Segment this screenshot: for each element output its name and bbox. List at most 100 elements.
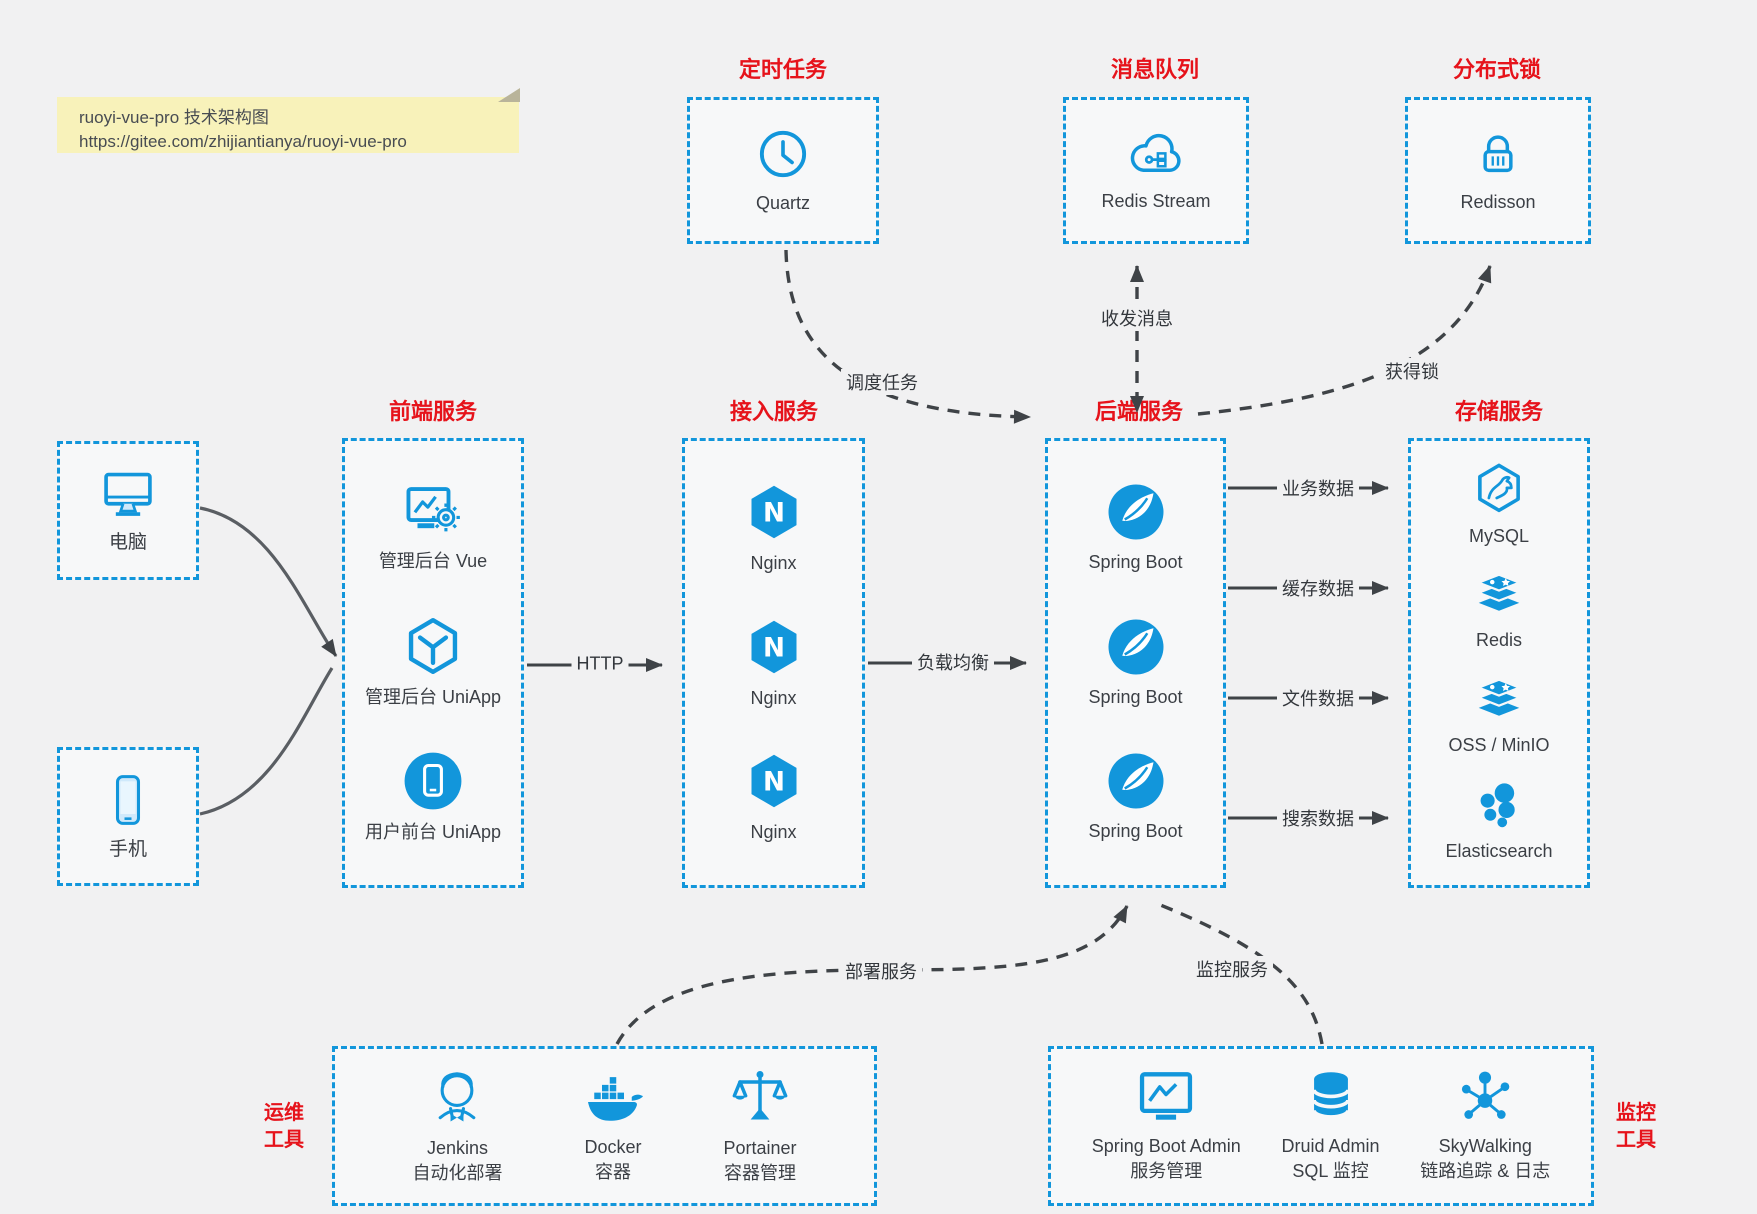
user-app-icon — [404, 752, 462, 810]
ops-side-line2: 工具 — [264, 1129, 304, 1151]
node-label: 用户前台 UniApp — [364, 821, 502, 842]
box-scheduled-tasks: Quartz — [687, 97, 879, 244]
node-redis: Redis — [1472, 570, 1526, 653]
clock-icon — [759, 130, 807, 178]
title-backend: 后端服务 — [1094, 399, 1184, 424]
node-nginx-2: N Nginx — [744, 616, 804, 711]
node-label: Jenkins 自动化部署 — [412, 1136, 502, 1186]
box-storage: MySQL Redis — [1408, 438, 1590, 888]
node-label: 电脑 — [108, 532, 147, 553]
svg-text:N: N — [763, 768, 785, 798]
node-label: Nginx — [750, 687, 797, 708]
box-distributed-lock: Redisson — [1405, 97, 1591, 244]
node-docker: Docker 容器 — [580, 1067, 646, 1185]
mysql-icon — [1478, 463, 1520, 513]
node-redis-stream: Redis Stream — [1101, 127, 1211, 214]
smartphone-icon — [115, 775, 141, 825]
node-label: OSS / MinIO — [1448, 734, 1550, 755]
node-label: 管理后台 Vue — [378, 551, 488, 572]
node-name: SkyWalking — [1438, 1136, 1532, 1156]
node-desc: 自动化部署 — [412, 1163, 503, 1183]
node-label: Redis — [1475, 630, 1523, 651]
box-ops-tools: Jenkins 自动化部署 Docker — [332, 1046, 877, 1206]
node-druid-admin: Druid Admin SQL 监控 — [1282, 1068, 1380, 1184]
node-desktop: 电脑 — [98, 466, 158, 555]
node-jenkins: Jenkins 自动化部署 — [412, 1066, 502, 1186]
node-label: Nginx — [750, 552, 797, 573]
node-label: Nginx — [750, 822, 797, 843]
node-label: Portainer 容器管理 — [723, 1136, 796, 1186]
nginx-icon: N — [751, 620, 796, 673]
edge-label-message: 收发消息 — [1096, 305, 1178, 331]
lock-icon — [1483, 135, 1513, 173]
druid-icon — [1311, 1072, 1350, 1119]
node-skywalking: SkyWalking 链路追踪 & 日志 — [1420, 1068, 1550, 1184]
node-admin-uniapp: 管理后台 UniApp — [365, 615, 501, 710]
node-label: SkyWalking 链路追踪 & 日志 — [1420, 1134, 1550, 1184]
box-frontend: 管理后台 Vue 管理后台 UniApp 用户前台 UniApp — [342, 438, 524, 888]
node-admin-vue: 管理后台 Vue — [379, 481, 487, 574]
node-oss-minio: OSS / MinIO — [1448, 675, 1550, 758]
sticky-note: ruoyi-vue-pro 技术架构图 https://gitee.com/zh… — [57, 88, 520, 153]
skywalking-icon — [1462, 1071, 1510, 1119]
node-mysql: MySQL — [1469, 462, 1529, 549]
node-desc: 容器管理 — [723, 1163, 796, 1183]
node-quartz: Quartz — [754, 125, 812, 216]
edge-label-cache-data: 缓存数据 — [1277, 575, 1359, 601]
node-label: Elasticsearch — [1445, 840, 1553, 861]
edge-acquire-lock — [1197, 265, 1492, 416]
redis-icon — [1475, 573, 1523, 612]
box-monitor-tools: Spring Boot Admin 服务管理 Druid Admin SQL 监… — [1048, 1046, 1594, 1206]
box-client-phone: 手机 — [57, 747, 199, 886]
node-portainer: Portainer 容器管理 — [723, 1066, 797, 1186]
jenkins-icon — [439, 1072, 476, 1122]
edge-label-schedule: 调度任务 — [841, 369, 923, 395]
node-label: Redis Stream — [1101, 191, 1211, 211]
node-label: Spring Boot Admin 服务管理 — [1092, 1134, 1241, 1184]
node-nginx-3: N Nginx — [744, 750, 804, 845]
spring-icon — [1108, 619, 1163, 674]
title-storage: 存储服务 — [1454, 399, 1544, 424]
note-fold-corner — [498, 88, 520, 102]
ops-side-label: 运维 工具 — [252, 1100, 316, 1154]
node-name: Druid Admin — [1281, 1136, 1380, 1156]
note-title: ruoyi-vue-pro 技术架构图 — [79, 108, 269, 127]
node-name: Spring Boot Admin — [1091, 1136, 1241, 1156]
node-springboot-1: Spring Boot — [1088, 482, 1183, 575]
edge-label-business-data: 业务数据 — [1277, 475, 1359, 501]
desktop-icon — [104, 472, 152, 516]
edge-label-load-balance: 负载均衡 — [912, 649, 994, 675]
monitor-side-line1: 监控 — [1616, 1102, 1656, 1124]
node-label: 手机 — [108, 839, 147, 860]
node-springboot-3: Spring Boot — [1088, 751, 1183, 844]
node-user-uniapp: 用户前台 UniApp — [365, 750, 501, 845]
node-desc: 链路追踪 & 日志 — [1420, 1161, 1551, 1181]
edge-label-deploy: 部署服务 — [840, 958, 922, 984]
node-desc: SQL 监控 — [1292, 1161, 1369, 1181]
node-name: Portainer — [723, 1138, 797, 1158]
node-label: Spring Boot — [1088, 820, 1183, 841]
node-desc: 容器 — [594, 1162, 631, 1182]
admin-vue-icon — [406, 487, 460, 532]
node-phone: 手机 — [100, 771, 156, 862]
node-name: Jenkins — [426, 1138, 488, 1158]
node-label: Redisson — [1460, 192, 1536, 212]
box-client-desktop: 电脑 — [57, 441, 199, 580]
edge-label-http: HTTP — [571, 653, 629, 675]
title-scheduled-tasks: 定时任务 — [738, 57, 828, 82]
node-label: Spring Boot — [1088, 686, 1183, 707]
uniapp-icon — [408, 617, 458, 674]
oss-icon — [1475, 678, 1523, 716]
spring-boot-admin-icon — [1140, 1072, 1193, 1120]
node-springboot-2: Spring Boot — [1088, 617, 1183, 710]
edge-label-search-data: 搜索数据 — [1277, 805, 1359, 831]
box-message-queue: Redis Stream — [1063, 97, 1249, 244]
box-access: N Nginx N Nginx N Nginx — [682, 438, 865, 888]
node-desc: 服务管理 — [1130, 1161, 1203, 1181]
spring-icon — [1108, 753, 1163, 809]
node-label: Docker 容器 — [584, 1135, 641, 1185]
cloud-stream-icon — [1130, 133, 1181, 172]
node-label: Quartz — [755, 193, 811, 213]
docker-icon — [587, 1077, 643, 1121]
